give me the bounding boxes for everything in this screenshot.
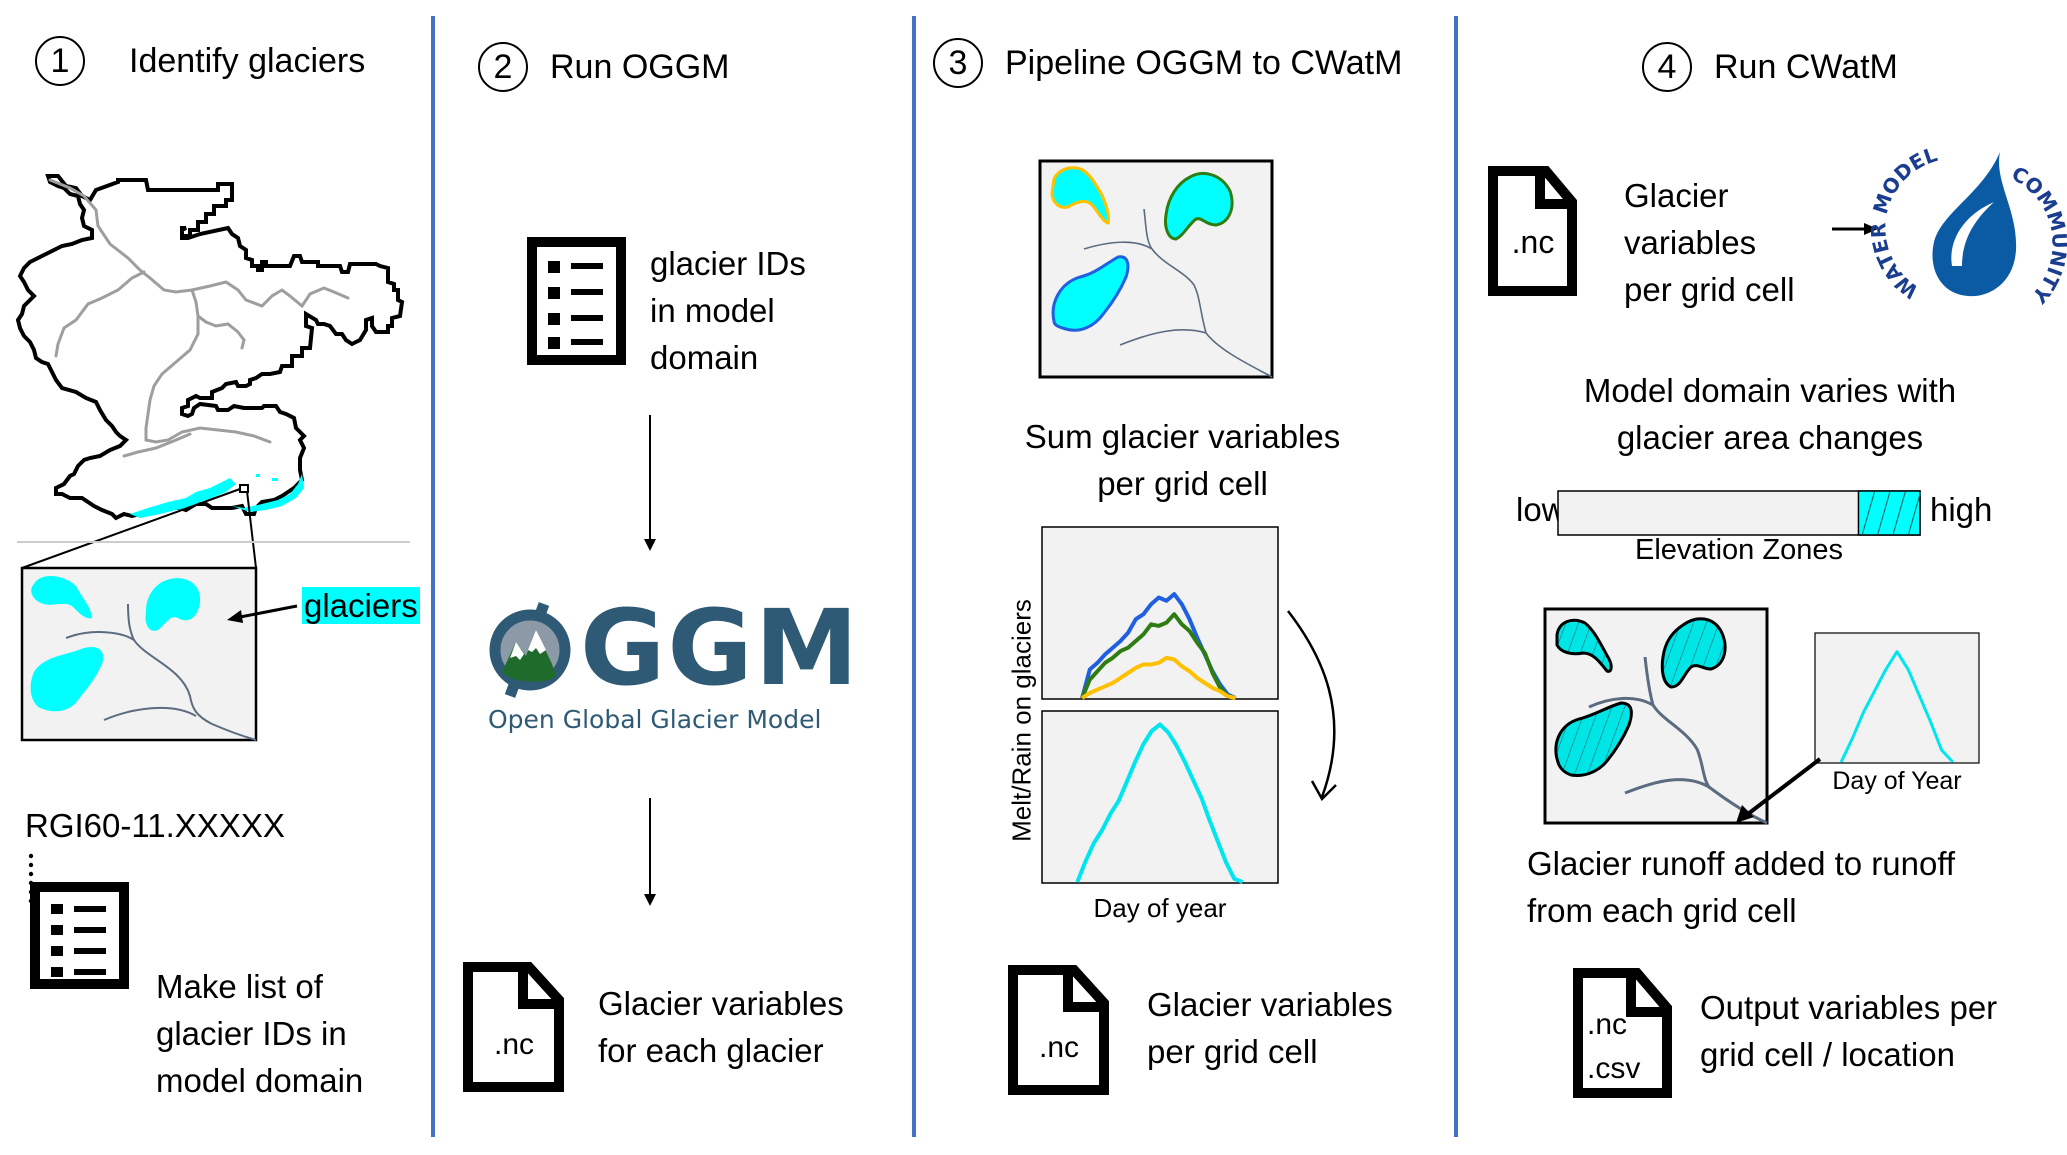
hatch-line	[1908, 491, 1922, 535]
cwatm-logo: WATER MODEL COMMUNITY	[1866, 142, 2067, 308]
step-1-result-text: Make list of glacier IDs in model domain	[156, 968, 364, 1099]
runoff-chart-xlabel: Day of Year	[1832, 767, 1962, 795]
nc-file-icon: .nc	[1488, 166, 1578, 296]
file-icon	[1488, 166, 1577, 296]
elevation-high-label: high	[1930, 491, 1993, 528]
nc-file-icon: .nc	[463, 962, 565, 1092]
runoff-pointer-arrow	[1736, 757, 1822, 823]
grid-cell-outlined-glaciers	[1038, 159, 1274, 379]
step-number-badge: 1	[35, 36, 85, 86]
list-icon	[30, 882, 129, 989]
series-line-1	[1075, 722, 1244, 884]
down-arrow-icon	[644, 798, 656, 906]
step-4-input-text: Glacier variables per grid cell	[1624, 177, 1795, 308]
file-icon	[463, 962, 564, 1092]
oggm-mountain-icon	[489, 602, 571, 698]
step-4-output-text: Output variables per grid cell / locatio…	[1700, 989, 1998, 1073]
step-title: Run OGGM	[550, 47, 730, 86]
step-3-output-text: Glacier variables per grid cell	[1147, 986, 1393, 1070]
step-number-badge: 2	[478, 42, 528, 92]
step-title: Identify glaciers	[129, 41, 366, 80]
hatch-line	[1877, 491, 1891, 535]
step-4-header: 4 Run CWatM	[1642, 42, 1898, 92]
zoom-marker	[239, 484, 249, 493]
hatch-line	[1861, 491, 1876, 535]
step-2-output-text: Glacier variables for each glacier	[598, 985, 844, 1069]
chart-plot-area	[1041, 710, 1279, 884]
glacier-pointer-arrow	[227, 604, 298, 623]
oggm-tagline: Open Global Glacier Model	[488, 705, 822, 734]
chart-xlabel: Day of year	[1093, 893, 1227, 923]
zoom-line-left	[21, 488, 241, 569]
right-arrow-icon	[1832, 223, 1878, 235]
step-3-header: 3 Pipeline OGGM to CWatM	[933, 38, 1402, 88]
series-line-2	[1080, 612, 1236, 700]
step-1-header: 1 Identify glaciers	[35, 36, 365, 86]
oggm-wordmark: GGM	[580, 587, 861, 709]
step-4-runoff-text: Glacier runoff added to runoff from each…	[1527, 845, 1956, 929]
output-file-icon: .nc .csv	[1573, 968, 1673, 1098]
step-2-input-text: glacier IDs in model domain	[650, 245, 806, 376]
hatch-line	[1892, 491, 1906, 535]
cwatm-logo-bottom-text: COMMUNITY	[2008, 161, 2067, 308]
step-number-badge: 3	[933, 38, 983, 88]
series-line-1	[1839, 650, 1954, 764]
step-2-header: 2 Run OGGM	[478, 42, 729, 92]
melt-per-glacier-chart	[1041, 526, 1279, 700]
step-title: Pipeline OGGM to CWatM	[1005, 43, 1403, 82]
step-title: Run CWatM	[1714, 47, 1898, 86]
glacier-shapes	[30, 575, 201, 712]
column-divider-1	[431, 16, 435, 1137]
chart-plot-area	[1814, 632, 1980, 764]
river-lines	[65, 603, 257, 741]
elevation-zones-label: Elevation Zones	[1635, 534, 1843, 566]
cwatm-logo-top-text: WATER MODEL	[1866, 142, 1940, 303]
runoff-inset-chart	[1814, 632, 1980, 764]
step-number-badge: 4	[1642, 42, 1692, 92]
step-4-domain-text: Model domain varies with glacier area ch…	[1583, 372, 1957, 456]
file-icon	[1008, 965, 1109, 1095]
column-divider-2	[912, 16, 916, 1137]
zoom-line-right	[246, 490, 257, 569]
nc-file-icon: .nc	[1008, 965, 1110, 1095]
grid-cell-zoom	[20, 566, 258, 742]
oggm-logo: GGM Open Global Glacier Model	[488, 588, 858, 740]
basin-outline	[15, 174, 405, 521]
elevation-zones-bar	[1557, 490, 1922, 536]
grid-cell-hatched-glaciers	[1543, 607, 1769, 825]
column-divider-3	[1454, 16, 1458, 1137]
basin-map	[15, 174, 410, 569]
chart-ylabel: Melt/Rain on glaciers	[1006, 599, 1037, 842]
river-network	[48, 178, 350, 458]
glaciers-label: glaciers	[302, 587, 420, 624]
glacier-id-example: RGI60-11.XXXXX	[25, 807, 285, 844]
step-3-sum-text: Sum glacier variables per grid cell	[1024, 418, 1341, 502]
list-icon	[527, 237, 626, 365]
chart-plot-area	[1041, 526, 1279, 700]
series-line-3	[1081, 655, 1236, 700]
file-icon	[1573, 968, 1672, 1098]
down-arrow-icon	[644, 415, 656, 551]
melt-summed-chart	[1041, 710, 1279, 884]
curved-arrow-icon	[1287, 610, 1337, 802]
glacier-patches	[130, 474, 304, 518]
